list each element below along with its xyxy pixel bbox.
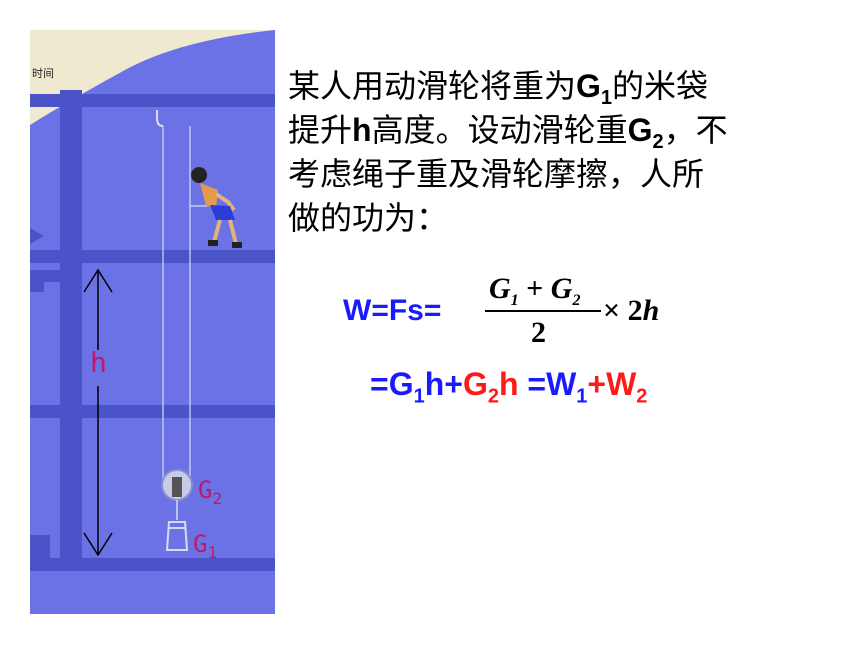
cream-corner — [30, 30, 275, 125]
pulley-illustration: 时间 h G2 G1 — [30, 30, 275, 614]
num-g2: G — [550, 272, 573, 305]
person-figure — [191, 167, 242, 248]
subscript-2: 2 — [652, 131, 664, 154]
problem-text-part: 某人用动滑轮将重为 — [288, 67, 577, 105]
expansion-part-red: h — [498, 366, 519, 402]
fraction: G1 + G2 2 — [485, 272, 605, 352]
pulley-label-sub: 2 — [212, 488, 223, 508]
fraction-numerator: G1 + G2 — [489, 272, 581, 309]
load-label-letter: G — [193, 530, 208, 558]
num-g1: G — [489, 272, 511, 305]
fraction-bar — [485, 310, 601, 312]
beam-top — [30, 94, 275, 107]
formula-lhs: W=Fs= — [343, 294, 442, 327]
rice-bag — [165, 521, 189, 551]
stair-block — [30, 270, 68, 292]
num-sub1: 1 — [510, 292, 519, 309]
problem-line-3: 考虑绳子重及滑轮摩擦，人所 — [288, 155, 705, 193]
expansion-part: h+ — [424, 366, 463, 402]
pulley-scene-svg — [30, 30, 275, 571]
left-post — [60, 90, 82, 565]
expansion-sub: 1 — [413, 385, 425, 408]
bottom-block — [30, 535, 50, 558]
beam-middle — [30, 405, 275, 418]
times-part: × 2 — [603, 294, 643, 327]
num-sub2: 2 — [572, 292, 581, 309]
problem-line-1: 某人用动滑轮将重为G1的米袋 — [288, 64, 828, 108]
height-arrow — [83, 268, 113, 557]
work-formula: W=Fs= G1 + G2 2 × 2h — [343, 272, 683, 352]
load-label: G1 — [193, 530, 217, 562]
problem-line-4: 做的功为： — [288, 199, 449, 237]
num-plus: + — [518, 272, 551, 305]
problem-text: 某人用动滑轮将重为G1的米袋 提升h高度。设动滑轮重G2，不 考虑绳子重及滑轮摩… — [288, 64, 828, 240]
expansion-part-red: W — [606, 366, 637, 402]
expansion-part: =G — [370, 366, 414, 402]
load-label-sub: 1 — [207, 542, 218, 562]
hook — [156, 110, 164, 127]
expansion-sub-red: 2 — [487, 385, 499, 408]
pulley-label-letter: G — [198, 476, 213, 504]
problem-text-part: ，不 — [663, 111, 728, 149]
arrow-stub — [30, 228, 44, 244]
fraction-denominator: 2 — [531, 316, 546, 349]
movable-pulley — [161, 469, 193, 520]
beam-floor — [30, 250, 275, 263]
times-2h: × 2h — [603, 294, 659, 328]
problem-text-part: 的米袋 — [612, 67, 709, 105]
expansion-part-red: + — [587, 366, 607, 402]
times-h: h — [642, 294, 660, 327]
symbol-h: h — [352, 112, 372, 148]
work-expansion: =G1h+G2h =W1+W2 — [370, 366, 647, 406]
subscript-1: 1 — [600, 87, 613, 110]
pulley-label: G2 — [198, 476, 222, 508]
symbol-g: G — [627, 112, 653, 148]
problem-line-2: 提升h高度。设动滑轮重G2，不 — [288, 108, 828, 152]
height-label: h — [90, 346, 107, 379]
beam-bottom — [30, 558, 275, 571]
expansion-sub: 1 — [576, 385, 588, 408]
expansion-sub-red: 2 — [636, 385, 648, 408]
expansion-part: =W — [518, 366, 577, 402]
problem-text-part: 高度。设动滑轮重 — [371, 111, 628, 149]
problem-text-part: 提升 — [288, 111, 353, 149]
corner-label: 时间 — [32, 67, 54, 80]
expansion-part-red: G — [462, 366, 488, 402]
symbol-g: G — [576, 68, 601, 104]
